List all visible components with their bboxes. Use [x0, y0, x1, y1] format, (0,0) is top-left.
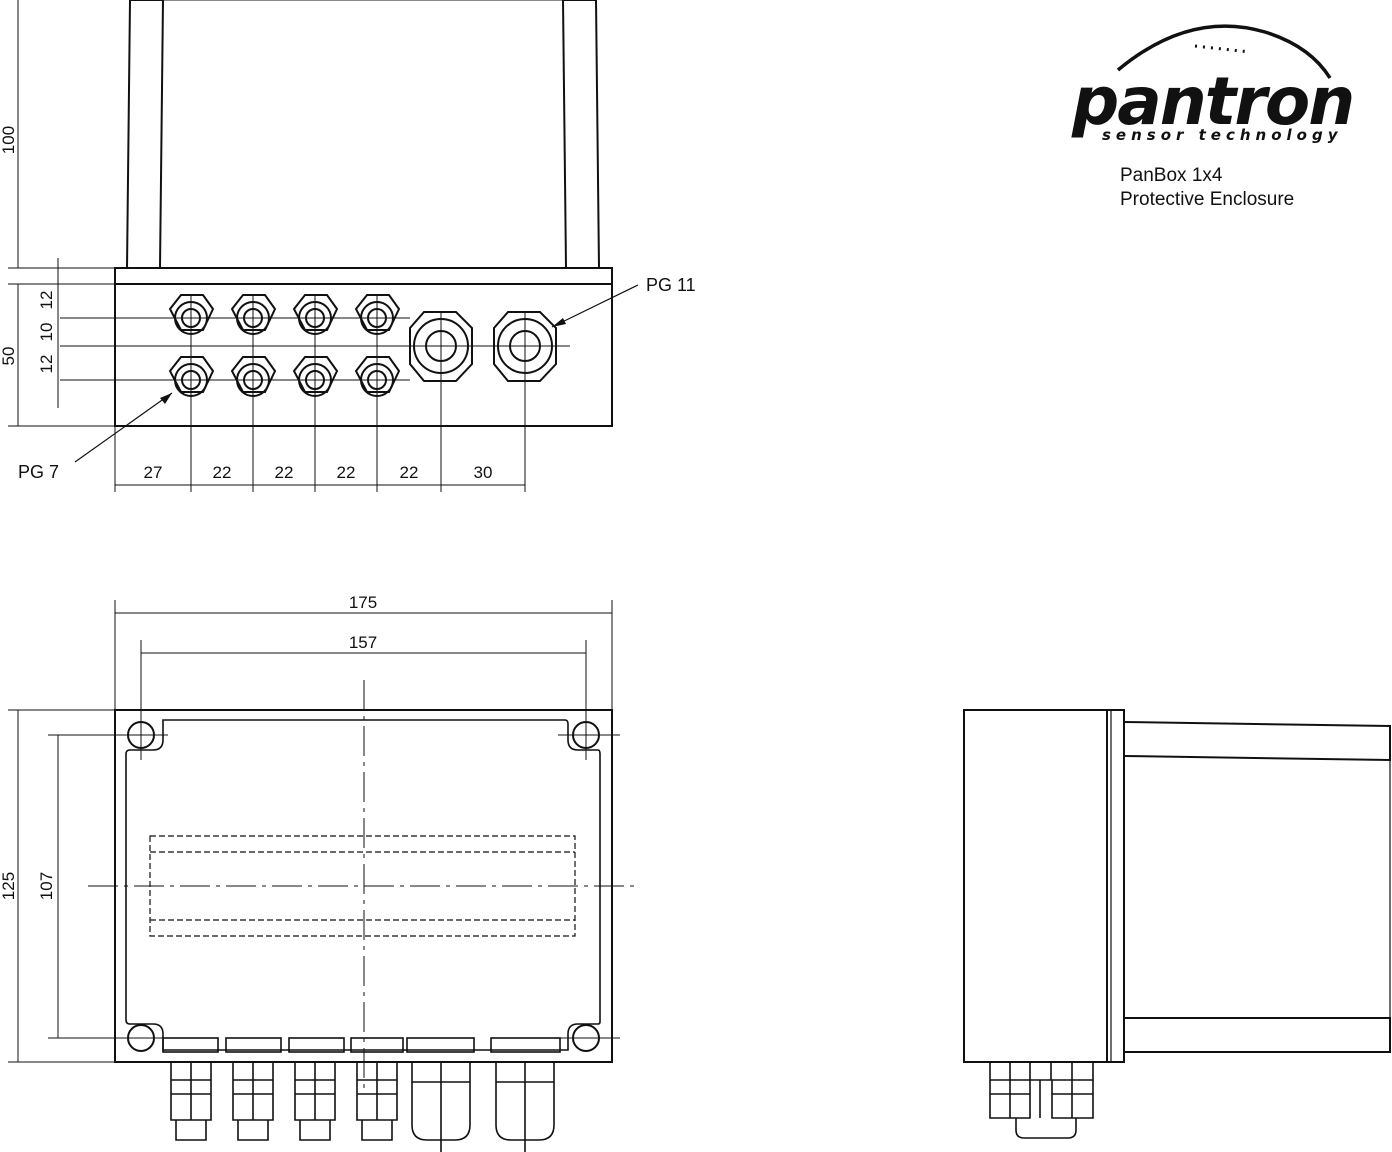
- dim-height-front: 50: [0, 347, 18, 366]
- side-view: [963, 709, 1391, 1139]
- dim-h-2: 22: [213, 463, 232, 482]
- dim-h-5: 22: [400, 463, 419, 482]
- dim-h-1: 27: [144, 463, 163, 482]
- logo-tagline: sensor technology: [1102, 126, 1343, 144]
- label-pg7: PG 7: [18, 462, 59, 482]
- dim-row-spacing-1: 12: [37, 291, 56, 310]
- dimension-labels: 100 50 12 10 12 27 22 22 22 22 30 175 15…: [0, 126, 492, 900]
- title-product: PanBox 1x4: [1120, 165, 1223, 186]
- front-face: [114, 267, 613, 427]
- gland-row-bottom: [168, 356, 401, 397]
- front-centerlines: [8, 267, 570, 492]
- logo-swoosh: [1116, 24, 1332, 79]
- logo-wordmark: pantron: [1071, 63, 1353, 140]
- dim-height-outer: 125: [0, 872, 18, 900]
- logo: pantron sensor technology: [1071, 63, 1355, 144]
- dim-width-outer: 175: [349, 593, 377, 612]
- dim-h-6: 30: [474, 463, 493, 482]
- dim-height-top: 100: [0, 126, 18, 154]
- plan-glands: [162, 1037, 561, 1152]
- title-description: Protective Enclosure: [1120, 189, 1295, 210]
- pg-labels: PG 11 PG 7: [18, 275, 696, 482]
- left-dimension-lines: [17, 0, 59, 426]
- pg-leaders: [74, 284, 639, 463]
- dim-h-3: 22: [275, 463, 294, 482]
- dim-row-spacing-2: 10: [37, 323, 56, 342]
- dim-h-4: 22: [337, 463, 356, 482]
- drawing-title: PanBox 1x4 Protective Enclosure: [1120, 164, 1294, 212]
- dim-height-holes: 107: [37, 872, 56, 900]
- arrowheads: [160, 318, 566, 404]
- label-pg11: PG 11: [646, 275, 696, 295]
- gland-row-top: [168, 294, 401, 335]
- top-view-lid: [126, 0, 600, 269]
- dim-width-holes: 157: [349, 633, 377, 652]
- plan-centerlines: [8, 600, 640, 1090]
- dim-row-spacing-3: 12: [37, 355, 56, 374]
